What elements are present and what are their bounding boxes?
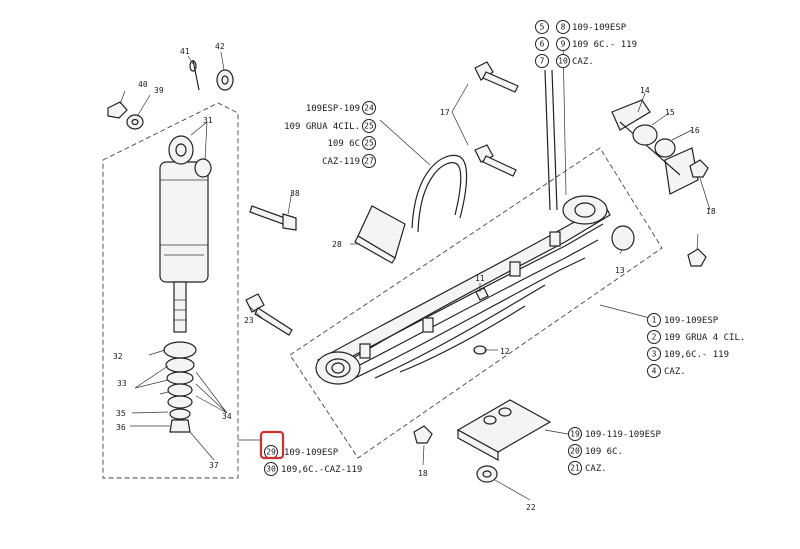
label-27: CAZ-119 [322,157,360,167]
callout-5: 5 [540,23,545,32]
callout-24: 24 [364,104,374,113]
nut-18-lower [687,248,707,267]
label-25a: 109 GRUA 4CIL. [284,122,360,132]
part-label-41: 41 [180,47,190,56]
bolts-17 [451,61,519,177]
callout-8: 8 [561,23,566,32]
callout-4: 4 [652,367,657,376]
bolt-23 [245,293,293,336]
bracket-28 [354,205,406,264]
part-label-11: 11 [475,274,485,283]
spring-shackle [611,99,699,195]
part-label-14: 14 [640,86,650,95]
label-9: 109 6C.- 119 [572,40,637,50]
lower-plate [413,399,552,483]
callout-3: 3 [652,350,657,359]
callout-circles: 5 6 7 8 9 10 24 25 25 27 1 2 3 4 19 20 2… [264,20,661,476]
part-label-37: 37 [209,461,219,470]
part-label-12: 12 [500,347,510,356]
leaf-spring-group-boundary [289,147,663,459]
upper-mount-washers [107,101,144,130]
bushing-13 [611,225,635,251]
leaf-spring [315,195,611,385]
callout-21: 21 [570,464,580,473]
part-label-38: 38 [290,189,300,198]
shock-absorber-group-boundary [102,102,239,479]
label-10: CAZ. [572,57,594,67]
part-label-35: 35 [116,409,126,418]
u-bolt [411,154,468,233]
callout-29: 29 [266,448,276,457]
part-label-28: 28 [332,240,342,249]
callout-9: 9 [561,40,566,49]
callout-20: 20 [570,447,580,456]
label-1: 109-109ESP [664,316,719,326]
callout-7: 7 [540,57,545,66]
part-label-34: 34 [222,412,232,421]
lower-bushing-stack [163,341,197,433]
highlight-box [259,430,285,460]
label-2: 109 GRUA 4 CIL. [664,333,745,343]
part-label-18-lower: 18 [418,469,428,478]
part-label-17: 17 [440,108,450,117]
part-label-31: 31 [203,116,213,125]
label-29: 109-109ESP [284,448,339,458]
leader-lines [119,39,711,501]
part-label-42: 42 [215,42,225,51]
callout-10: 10 [558,57,568,66]
label-30: 109,6C.-CAZ-119 [281,465,362,475]
variant-labels: 109-109ESP 109 6C.- 119 CAZ. 109ESP-109 … [281,23,745,475]
callout-6: 6 [540,40,545,49]
label-3: 109,6C.- 119 [664,350,729,360]
part-label-18-upper: 18 [706,207,716,216]
label-8: 109-109ESP [572,23,627,33]
part-label-22: 22 [526,503,536,512]
shock-absorber [159,135,212,333]
label-24: 109ESP-109 [306,104,360,114]
label-20: 109 6C. [585,447,623,457]
part-label-33: 33 [117,379,127,388]
part-label-15: 15 [665,108,675,117]
callout-25b: 25 [364,139,374,148]
callout-2: 2 [652,333,657,342]
label-4: CAZ. [664,367,686,377]
callout-27: 27 [364,157,374,166]
callout-25a: 25 [364,122,374,131]
cotter-pin-and-washer [189,59,234,91]
part-label-16: 16 [690,126,700,135]
part-label-23: 23 [244,316,254,325]
label-21: CAZ. [585,464,607,474]
part-label-32: 32 [113,352,123,361]
bolt-38 [249,205,297,231]
part-number-labels: 31 40 39 41 42 38 32 33 34 35 36 37 23 2… [113,42,716,512]
label-25b: 109 6C [327,139,360,149]
part-label-13: 13 [615,266,625,275]
part-label-40: 40 [138,80,148,89]
nut-18-upper [689,159,709,178]
callout-1: 1 [652,316,657,325]
callout-30: 30 [266,465,276,474]
spring-rod [544,69,558,211]
part-label-36: 36 [116,423,126,432]
part-label-39: 39 [154,86,164,95]
label-19: 109-119-109ESP [585,430,661,440]
callout-19: 19 [570,430,580,439]
